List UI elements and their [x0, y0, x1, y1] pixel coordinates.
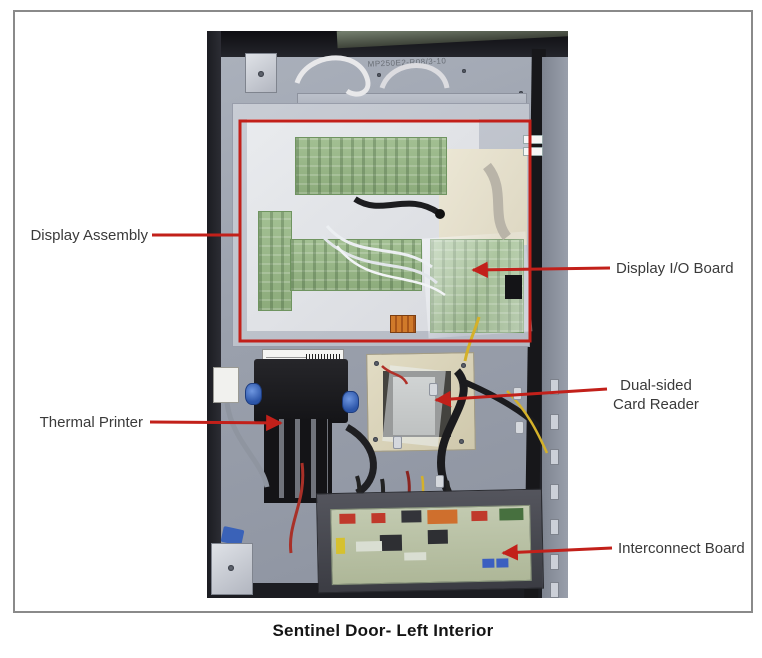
top-left-mount-bracket	[245, 53, 277, 93]
bracket-screw	[228, 565, 234, 571]
connector-black	[401, 510, 422, 523]
thermal-printer-label: Thermal Printer	[39, 414, 143, 431]
bottom-left-mount-bracket	[211, 543, 253, 595]
bracket-screw	[258, 71, 264, 77]
reader-screw	[459, 439, 464, 444]
display-io-board-label: Display I/O Board	[616, 260, 734, 277]
yellow-sticker	[335, 537, 346, 554]
cable-tie	[435, 475, 444, 488]
cable-tie	[393, 436, 402, 449]
connector-orange	[427, 509, 458, 525]
door-frame-left	[207, 31, 221, 598]
card-reader-label: Dual-sided Card Reader	[604, 376, 708, 414]
printer-thumbscrew-left	[245, 383, 262, 405]
hinge-tab	[550, 449, 559, 465]
thermal-printer-photo	[254, 359, 348, 423]
panel-screw	[462, 69, 466, 73]
hinge-tab	[550, 484, 559, 500]
hinge-tab	[550, 519, 559, 535]
panel-screw	[377, 73, 381, 77]
figure-caption: Sentinel Door- Left Interior	[272, 621, 494, 640]
white-label-chip	[355, 541, 383, 552]
connector-red	[471, 510, 488, 522]
door-edge-jamb	[542, 57, 568, 598]
connector-red	[371, 512, 386, 524]
connector-blue	[482, 558, 495, 568]
display-assembly-label: Display Assembly	[30, 227, 148, 244]
interconnect-board-label: Interconnect Board	[618, 540, 745, 557]
reader-screw	[374, 361, 379, 366]
ic-chip	[379, 534, 403, 552]
cable-tie	[515, 421, 524, 434]
printer-thumbscrew-right	[342, 391, 359, 413]
relay-box	[213, 367, 239, 403]
connector-red	[339, 513, 356, 524]
reader-screw	[373, 437, 378, 442]
white-label-chip	[404, 552, 427, 561]
reader-screw	[461, 363, 466, 368]
printer-paper-chute	[264, 419, 332, 503]
cable-tie	[513, 387, 522, 400]
terminal-green	[499, 508, 524, 521]
interconnect-board-photo	[330, 504, 532, 586]
hinge-tab	[550, 554, 559, 570]
hinge-tab	[550, 414, 559, 430]
card-reader-label-line1: Dual-sided	[620, 377, 692, 394]
door-interior-photo: MP250E2-R08/3-10	[207, 31, 568, 598]
connector-blue	[496, 558, 509, 568]
cable-tie	[429, 383, 438, 396]
card-reader-label-line2: Card Reader	[613, 396, 699, 413]
ic-chip	[427, 529, 448, 545]
hinge-tab	[550, 582, 559, 598]
